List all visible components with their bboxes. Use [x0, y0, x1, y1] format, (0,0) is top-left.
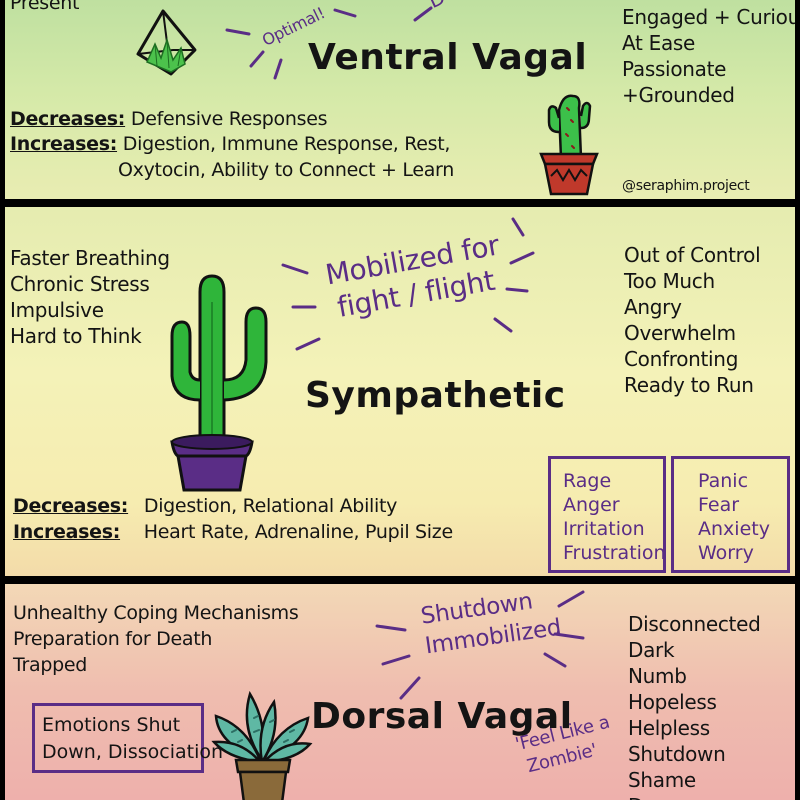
emotion-item: Worry	[698, 542, 754, 564]
ventral-vagal-title: Ventral Vagal	[308, 37, 588, 78]
feeling-item: Ready to Run	[624, 373, 754, 397]
symptom-item: Hard to Think	[10, 324, 142, 348]
dorsal-vagal-panel: Unhealthy Coping Mechanisms Preparation …	[5, 584, 795, 800]
decreases-text: Digestion, Relational Ability	[143, 495, 398, 517]
feeling-item: At Ease	[622, 31, 696, 55]
emotion-item: Fear	[698, 494, 740, 516]
symptom-item: Impulsive	[10, 298, 104, 322]
dissociation-box: Emotions Shut Down, Dissociation	[32, 703, 224, 773]
symptom-item: Preparation for Death	[13, 628, 213, 650]
feeling-item: Dark	[628, 638, 675, 662]
increases-text: Heart Rate, Adrenaline, Pupil Size	[143, 521, 453, 543]
sympathetic-symptoms-list: Faster Breathing Chronic Stress Impulsiv…	[10, 245, 170, 349]
feeling-item: Out of Control	[624, 243, 761, 267]
ventral-top-left-text: Present	[10, 0, 80, 14]
flight-emotions-box: Panic Fear Anxiety Worry	[671, 456, 790, 573]
box-line: Emotions Shut	[42, 714, 181, 736]
decreases-label: Decreases:	[10, 108, 126, 130]
decreases-label: Decreases:	[13, 495, 129, 517]
sympathetic-feelings-list: Out of Control Too Much Angry Overwhelm …	[624, 242, 761, 398]
ventral-burst-lines	[225, 6, 433, 80]
feeling-item: Helpless	[628, 716, 710, 740]
dorsal-vagal-title: Dorsal Vagal	[311, 696, 573, 737]
emotion-item: Anger	[563, 494, 620, 516]
sympathetic-panel: Faster Breathing Chronic Stress Impulsiv…	[5, 207, 795, 576]
dorsal-burst-lines	[375, 590, 585, 700]
emotion-item: Panic	[698, 470, 749, 492]
ventral-vagal-panel: Present Optimal! D Ventral Vagal Engaged…	[5, 0, 795, 199]
increases-label: Increases:	[10, 133, 118, 155]
symptom-item: Chronic Stress	[10, 272, 150, 296]
succulent-pot-icon	[211, 690, 313, 800]
dorsal-feelings-list: Disconnected Dark Numb Hopeless Helpless…	[628, 611, 761, 800]
increases-text: Digestion, Immune Response, Rest,	[122, 133, 451, 155]
feeling-item: Too Much	[624, 269, 715, 293]
emotion-item: Anxiety	[698, 518, 770, 540]
symptom-item: Trapped	[13, 654, 88, 676]
feeling-item: Engaged + Curious	[622, 5, 795, 29]
author-handle: @seraphim.project	[622, 178, 750, 194]
decreases-text: Defensive Responses	[130, 108, 328, 130]
increases-label: Increases:	[13, 521, 121, 543]
feeling-item: De	[628, 793, 761, 800]
sympathetic-decreases-row: Decreases: Digestion, Relational Ability	[13, 493, 397, 519]
feeling-item: Shutdown	[628, 742, 726, 766]
feeling-item: Disconnected	[628, 612, 761, 636]
sympathetic-burst-lines	[281, 217, 535, 351]
box-line: Down, Dissociation	[42, 741, 224, 763]
fight-emotions-box: Rage Anger Irritation Frustration	[548, 456, 666, 573]
feeling-item: Passionate	[622, 57, 727, 81]
sympathetic-title: Sympathetic	[305, 375, 566, 416]
symptom-item: Faster Breathing	[10, 246, 170, 270]
cactus-red-pot-icon	[539, 94, 599, 196]
feeling-item: Angry	[624, 295, 682, 319]
feeling-item: +Grounded	[622, 83, 735, 107]
ventral-decreases-row: Decreases: Defensive Responses	[10, 106, 328, 132]
feeling-item: Hopeless	[628, 690, 717, 714]
dorsal-symptoms-list: Unhealthy Coping Mechanisms Preparation …	[13, 600, 299, 678]
ventral-increases-line2: Oxytocin, Ability to Connect + Learn	[118, 159, 454, 181]
feeling-item: Confronting	[624, 347, 739, 371]
emotion-item: Frustration	[563, 542, 666, 564]
feeling-item: Overwhelm	[624, 321, 736, 345]
emotion-item: Irritation	[563, 518, 645, 540]
symptom-item: Unhealthy Coping Mechanisms	[13, 602, 299, 624]
sympathetic-increases-row: Increases: Heart Rate, Adrenaline, Pupil…	[13, 519, 453, 545]
feeling-item: Numb	[628, 664, 687, 688]
ventral-increases-row: Increases: Digestion, Immune Response, R…	[10, 131, 450, 157]
feeling-item: Shame	[628, 768, 696, 792]
crystal-terrarium-icon	[136, 9, 197, 76]
emotion-item: Rage	[563, 470, 612, 492]
ventral-feelings-list: Engaged + Curious At Ease Passionate +Gr…	[622, 4, 795, 108]
saguaro-cactus-icon	[170, 274, 268, 492]
